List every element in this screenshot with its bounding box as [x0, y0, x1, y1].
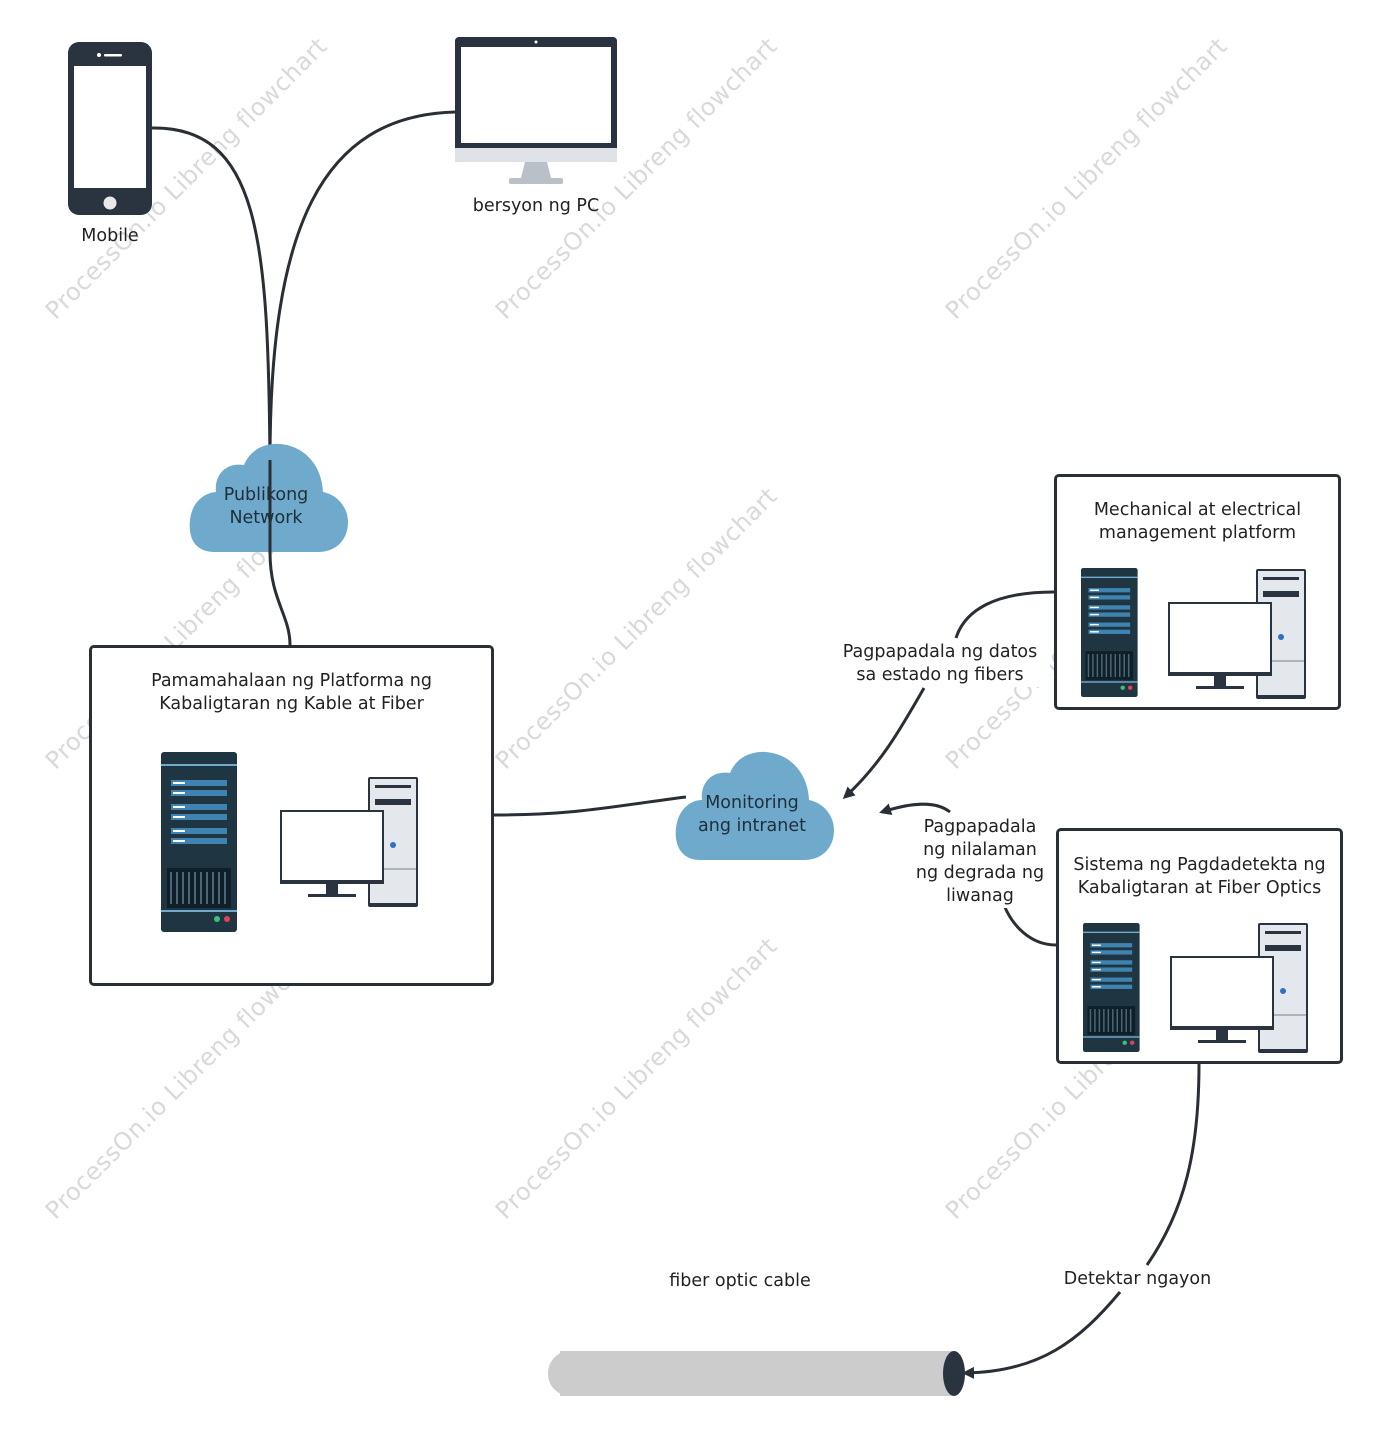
edge-label-light-degradation-line3: ng degrada ng	[915, 863, 1045, 883]
detection-system-title-line2: Kabaligtaran at Fiber Optics	[1077, 878, 1322, 898]
mobile-label: Mobile	[81, 226, 139, 246]
edge-mech-monitoring	[954, 590, 1055, 639]
public-network-label-line1: Publikong	[223, 485, 309, 505]
server-icon	[160, 751, 238, 933]
edge-pc-network	[268, 110, 457, 461]
edge-label-light-degradation-line4: liwanag	[946, 886, 1014, 906]
mech-platform-title-line1: Mechanical at electrical	[1093, 500, 1302, 520]
edge-label-light-degradation: Pagpapadala ng nilalaman ng degrada ng l…	[905, 816, 1055, 908]
monitoring-cloud-icon	[675, 751, 834, 860]
edge-detection-cable-arrow	[962, 1291, 1122, 1379]
pc-label: bersyon ng PC	[472, 196, 600, 216]
monitoring-label-line2: ang intranet	[698, 816, 806, 836]
public-network-label-line2: Network	[229, 508, 303, 528]
detection-system-title-line1: Sistema ng Pagdadetekta ng	[1073, 855, 1326, 875]
mobile-phone-icon	[68, 42, 152, 215]
monitoring-label-line1: Monitoring	[705, 793, 799, 813]
edge-detection-monitoring-arrow	[879, 802, 951, 815]
edge-network-platform	[268, 551, 292, 646]
edge-mech-monitoring-arrow	[842, 687, 926, 800]
management-platform-box[interactable]: Pamamahalaan ng Platforma ng Kabaligtara…	[89, 645, 494, 986]
edge-label-fiber-status: Pagpapadala ng datos sa estado ng fibers	[830, 641, 1050, 687]
public-network-label: Publikong Network	[196, 484, 336, 530]
edge-detection-cable	[1145, 1063, 1201, 1266]
server-icon	[1082, 922, 1141, 1053]
workstation-icon	[1169, 922, 1309, 1054]
server-icon	[1080, 567, 1139, 698]
edge-platform-monitoring	[493, 795, 687, 817]
monitoring-label: Monitoring ang intranet	[682, 792, 822, 838]
edge-label-detect-now: Detektar ngayon	[1055, 1268, 1220, 1291]
management-platform-title-line1: Pamamahalaan ng Platforma ng	[151, 671, 432, 691]
management-platform-title-line2: Kabaligtaran ng Kable at Fiber	[159, 694, 424, 714]
edge-mobile-network	[149, 126, 272, 461]
edge-label-light-degradation-line1: Pagpapadala	[923, 817, 1037, 837]
fiber-optic-cable-icon	[548, 1351, 965, 1396]
edge-detection-monitoring	[1002, 904, 1057, 947]
pc-monitor-icon	[455, 37, 617, 184]
edge-label-light-degradation-line2: ng nilalaman	[923, 840, 1037, 860]
workstation-icon	[279, 776, 419, 908]
workstation-icon	[1167, 568, 1307, 700]
edge-label-fiber-status-line1: Pagpapadala ng datos	[842, 642, 1038, 662]
edge-label-fiber-status-line2: sa estado ng fibers	[856, 665, 1024, 685]
fiber-cable-label: fiber optic cable	[669, 1271, 811, 1291]
mech-platform-title-line2: management platform	[1098, 523, 1297, 543]
